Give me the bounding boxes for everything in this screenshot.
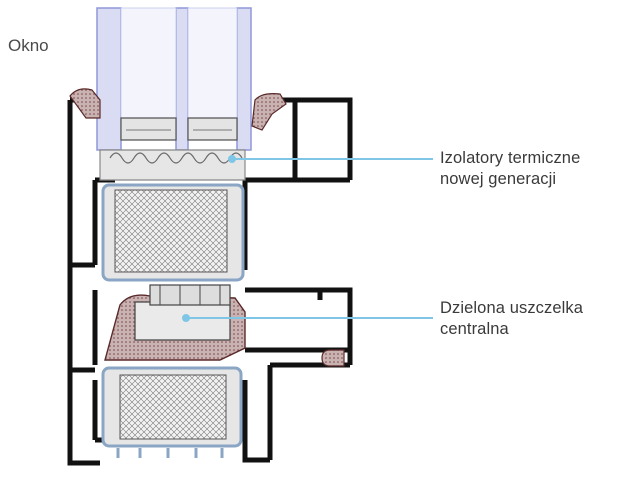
callout-split-gasket-line1: Dzielona uszczelka [440, 299, 584, 317]
lower-thermal-insulator [101, 366, 243, 458]
callout-split-gasket: Dzielona uszczelka centralna [440, 298, 583, 340]
gaskets [69, 88, 345, 367]
upper-thermal-insulator [99, 149, 246, 282]
callout-thermal-insulators-line2: nowej generacji [440, 170, 557, 188]
callout-split-gasket-line2: centralna [440, 320, 509, 338]
central-split-gasket [104, 284, 246, 361]
callout-thermal-insulators: Izolatory termiczne nowej generacji [440, 148, 580, 190]
leader-lines [182, 155, 433, 322]
callout-thermal-insulators-line1: Izolatory termiczne [440, 149, 581, 167]
glazing [96, 7, 252, 151]
frame-profile [67, 97, 353, 466]
diagram-title: Okno [8, 36, 49, 55]
